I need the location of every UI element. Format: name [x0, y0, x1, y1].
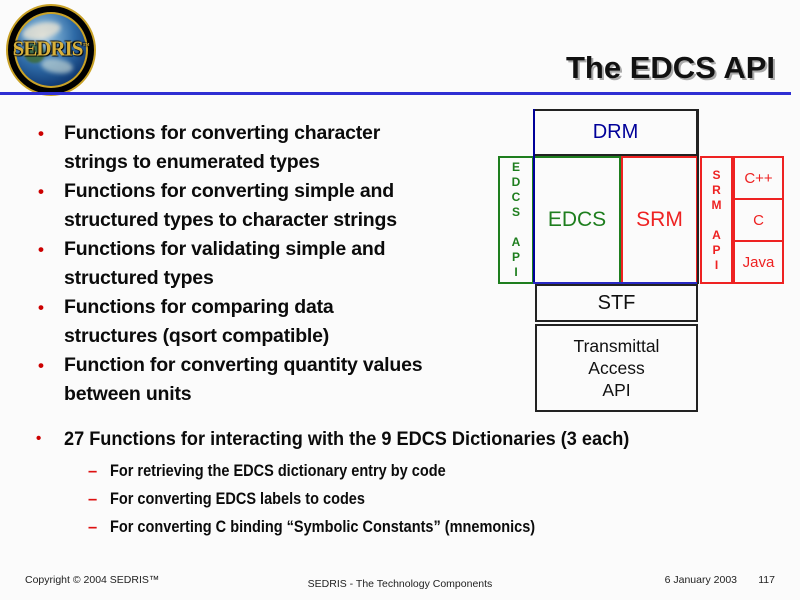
bullet-icon: •	[38, 182, 44, 201]
globe-land	[24, 42, 46, 63]
bullet-icon: •	[38, 356, 44, 375]
list-item: • Function for converting quantity value…	[38, 351, 508, 409]
stf-box: STF	[535, 284, 698, 322]
sedris-logo: SEDRIS™	[6, 4, 96, 96]
drm-left-border-line	[533, 109, 535, 284]
summary-section: • 27 Functions for interacting with the …	[36, 426, 786, 541]
drm-box: DRM	[535, 109, 698, 156]
list-item: • 27 Functions for interacting with the …	[36, 426, 786, 452]
footer-date: 6 January 2003	[664, 574, 737, 586]
logo-wordmark: SEDRIS	[12, 36, 84, 61]
sub-bullet-list: – For retrieving the EDCS dictionary ent…	[36, 457, 786, 541]
bullet-text: Function for converting quantity values …	[64, 354, 423, 405]
logo-trademark: ™	[82, 41, 90, 50]
dash-icon: –	[88, 518, 98, 536]
footer-copyright: Copyright © 2004 SEDRIS™	[25, 574, 160, 586]
bullet-list: • Functions for converting character str…	[38, 119, 508, 409]
drm-right-border-line	[697, 109, 699, 284]
bullet-text: Functions for converting simple and stru…	[64, 180, 397, 231]
edcs-box: EDCS	[535, 156, 621, 284]
title-underline	[0, 92, 791, 95]
list-item: • Functions for converting simple and st…	[38, 177, 508, 235]
bullet-icon: •	[38, 298, 44, 317]
edcs-api-box: E D C S A P I	[498, 156, 534, 284]
sub-bullet-text: For converting C binding “Symbolic Const…	[110, 518, 536, 536]
footer-page-number: 117	[758, 574, 775, 586]
list-item: • Functions for validating simple and st…	[38, 235, 508, 293]
list-item: – For converting EDCS labels to codes	[36, 485, 786, 513]
list-item: – For retrieving the EDCS dictionary ent…	[36, 457, 786, 485]
list-item: • Functions for comparing data structure…	[38, 293, 508, 351]
bullet-icon: •	[38, 124, 44, 143]
java-box: Java	[742, 253, 775, 271]
footer-center-text: SEDRIS - The Technology Components	[307, 578, 493, 590]
dash-icon: –	[88, 462, 98, 480]
srm-api-box: S R M A P I	[700, 156, 733, 284]
bullet-icon: •	[38, 240, 44, 259]
summary-text: 27 Functions for interacting with the 9 …	[64, 428, 630, 450]
sub-bullet-text: For converting EDCS labels to codes	[110, 490, 365, 508]
sub-bullet-text: For retrieving the EDCS dictionary entry…	[110, 462, 446, 480]
transmittal-access-api-box: Transmittal Access API	[535, 324, 698, 412]
cpp-box: C++	[744, 169, 773, 187]
c-box: C	[735, 198, 782, 242]
page-title: The EDCS API	[566, 50, 775, 85]
drm-bottom-border-line	[533, 282, 699, 284]
logo-text: SEDRIS™	[8, 37, 94, 62]
bullet-text: Functions for converting character strin…	[64, 122, 381, 173]
dash-icon: –	[88, 490, 98, 508]
bullet-text: Functions for comparing data structures …	[64, 296, 334, 347]
list-item: – For converting C binding “Symbolic Con…	[36, 513, 786, 541]
bullet-icon: •	[36, 430, 42, 447]
srm-box: SRM	[621, 156, 698, 284]
globe-icon	[14, 12, 88, 88]
bullet-text: Functions for validating simple and stru…	[64, 238, 386, 289]
language-bindings-column: C++ C Java	[733, 156, 784, 284]
list-item: • Functions for converting character str…	[38, 119, 508, 177]
